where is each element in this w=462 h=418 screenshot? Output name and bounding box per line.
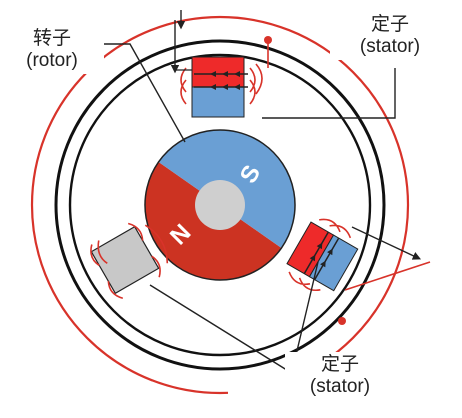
stator-bottom-callout: 定子 (stator) xyxy=(285,352,395,400)
stator-right-winding xyxy=(288,218,352,292)
housing-inner-ring xyxy=(68,53,372,357)
right-terminal-dot xyxy=(338,317,346,325)
housing-outer-ring xyxy=(54,39,386,371)
right-lead-lower xyxy=(344,261,431,291)
stator-bottom-leader-left xyxy=(149,284,291,373)
stator-top-leader-line xyxy=(262,68,396,119)
rotor-leader-line xyxy=(104,43,186,143)
rotor-callout: 转子 (rotor) xyxy=(0,26,104,74)
stator-left xyxy=(90,222,169,299)
stator-top-callout: 定子 (stator) xyxy=(330,12,450,60)
rotor-hub xyxy=(195,180,245,230)
stator-left-winding xyxy=(90,222,169,299)
right-lead-upper xyxy=(351,226,422,260)
outer-circuit-loop xyxy=(30,15,410,395)
stator-top xyxy=(180,56,263,118)
stator-top-winding xyxy=(180,63,263,105)
rotor-label-cn: 转子 xyxy=(32,28,71,49)
stator-bottom-label-en: (stator) xyxy=(309,376,371,397)
rotor-label-en: (rotor) xyxy=(26,50,78,71)
stator-right xyxy=(286,218,359,292)
stator-top-label-en: (stator) xyxy=(359,36,421,57)
stator-bottom-label-cn: 定子 xyxy=(320,354,359,375)
stator-top-label-cn: 定子 xyxy=(370,14,409,35)
